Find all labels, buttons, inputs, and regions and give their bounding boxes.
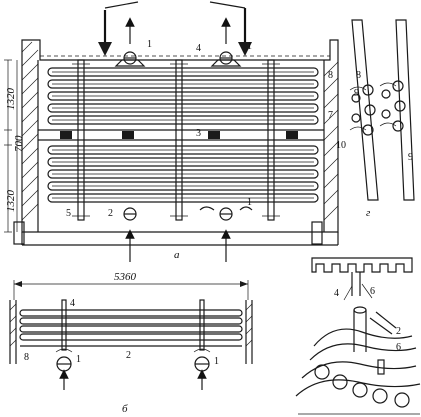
dim-height-upper: 1320 bbox=[5, 88, 17, 111]
callout-6-v-top: 6 bbox=[370, 286, 375, 297]
callout-8-g: 8 bbox=[356, 70, 361, 81]
callout-1-b: 1 bbox=[76, 354, 81, 365]
callout-1-b-right: 1 bbox=[214, 356, 219, 367]
vertical-collectors bbox=[72, 59, 280, 221]
callout-9-g-left: 9 bbox=[354, 88, 359, 99]
callout-4-b: 4 bbox=[70, 298, 75, 309]
callout-4-top: 4 bbox=[196, 43, 201, 54]
right-wall-hatch bbox=[323, 60, 339, 232]
callout-3: 3 bbox=[196, 128, 201, 139]
middle-spacer-band bbox=[38, 129, 324, 141]
callout-1-top-left: 1 bbox=[147, 39, 152, 50]
view-label-b: б bbox=[122, 403, 128, 415]
flow-arrows-top bbox=[98, 1, 252, 56]
callout-9-g-right: 9 bbox=[408, 152, 413, 163]
view-b-plan bbox=[9, 280, 253, 390]
left-wall-hatch bbox=[21, 41, 39, 232]
view-a-elevation bbox=[4, 1, 339, 262]
callout-8-b: 8 bbox=[24, 352, 29, 363]
dim-height-lower: 1320 bbox=[5, 190, 17, 213]
callout-7: 7 bbox=[328, 110, 333, 121]
callout-10: 10 bbox=[336, 140, 346, 151]
view-label-g: г bbox=[366, 207, 371, 219]
callout-2-bottom: 2 bbox=[108, 208, 113, 219]
dim-height-middle: 700 bbox=[13, 135, 25, 152]
vertical-dimension-chain bbox=[4, 59, 18, 233]
callout-6-v: 6 bbox=[396, 342, 401, 353]
callout-5: 5 bbox=[66, 208, 71, 219]
view-v-detail bbox=[295, 257, 421, 415]
callout-1-bottom: 1 bbox=[247, 197, 252, 208]
upper-tube-coils bbox=[47, 67, 319, 125]
callout-2-b: 2 bbox=[126, 350, 131, 361]
dim-length-bottom: 5360 bbox=[114, 271, 137, 283]
bottom-headers bbox=[123, 206, 253, 221]
callout-4-v: 4 bbox=[334, 288, 339, 299]
callout-8: 8 bbox=[328, 70, 333, 81]
lower-tube-coils bbox=[47, 145, 319, 203]
view-g-detail bbox=[349, 19, 415, 201]
view-label-a: а bbox=[174, 249, 180, 261]
callout-1-top-right: 1 bbox=[247, 41, 252, 52]
top-headers bbox=[114, 51, 242, 67]
callout-2-v: 2 bbox=[396, 326, 401, 337]
flow-arrows-bottom bbox=[125, 229, 231, 262]
